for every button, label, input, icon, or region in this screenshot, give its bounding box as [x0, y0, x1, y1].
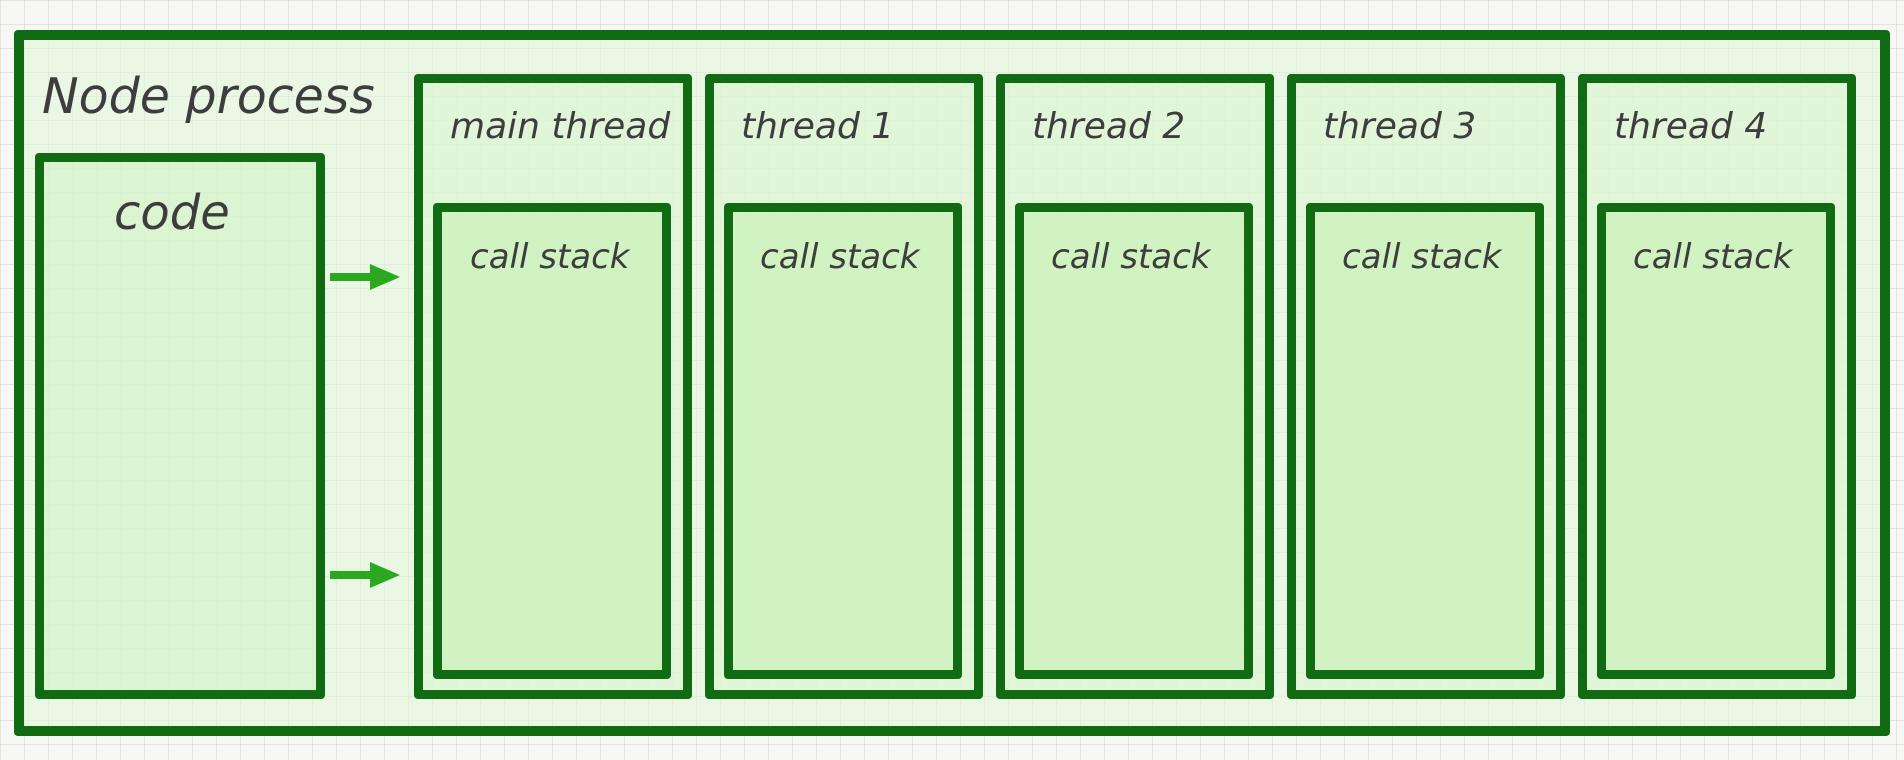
- call-stack-label: call stack: [1051, 237, 1211, 277]
- call-stack-box: [433, 203, 671, 679]
- call-stack-box: [1597, 203, 1835, 679]
- thread-label: thread 2: [1032, 106, 1186, 147]
- thread-label: thread 3: [1323, 106, 1477, 147]
- call-stack-label: call stack: [1342, 237, 1502, 277]
- code-label: code: [114, 185, 230, 241]
- arrow-icon: [330, 264, 400, 290]
- call-stack-label: call stack: [470, 237, 630, 277]
- call-stack-box: [724, 203, 962, 679]
- call-stack-box: [1015, 203, 1253, 679]
- arrow-icon: [330, 562, 400, 588]
- thread-label: thread 4: [1614, 106, 1768, 147]
- call-stack-label: call stack: [1633, 237, 1793, 277]
- thread-label: thread 1: [741, 106, 895, 147]
- node-process-label: Node process: [42, 68, 375, 125]
- code-box: [35, 153, 325, 699]
- call-stack-box: [1306, 203, 1544, 679]
- call-stack-label: call stack: [760, 237, 920, 277]
- thread-label: main thread: [450, 106, 671, 147]
